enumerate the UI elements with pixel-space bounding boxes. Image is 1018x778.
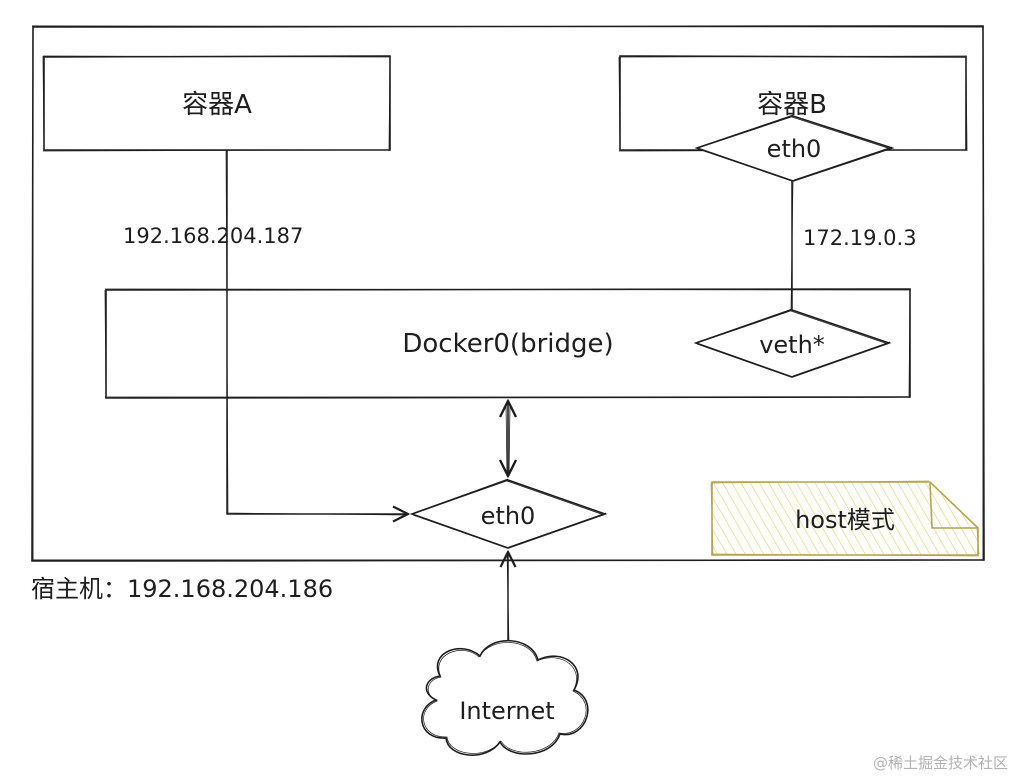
connector-bridge-to-eth0 [506,401,510,476]
host-ip-label: 宿主机：192.168.204.186 [31,575,333,603]
container-a-ip-label: 192.168.204.187 [123,224,303,248]
container-a-label: 容器A [182,90,252,120]
eth0-b-diamond: eth0 [694,114,895,182]
docker0-bridge-label: Docker0(bridge) [402,329,613,359]
internet-label: Internet [459,697,554,725]
connector-internet-to-eth0 [507,552,509,645]
connector-b-to-veth [790,181,794,310]
container-a-box: 容器A [42,55,392,152]
host-box [31,25,985,562]
container-b-ip-label: 172.19.0.3 [803,226,917,250]
veth-label: veth* [759,331,825,359]
eth0-host-diamond: eth0 [409,478,608,549]
eth0-host-label: eth0 [481,502,536,530]
connector-a-to-eth0 [225,150,408,515]
internet-cloud: Internet [421,639,589,756]
host-mode-label: host模式 [795,506,895,534]
veth-diamond: veth* [693,308,892,378]
docker0-bridge-box: Docker0(bridge) [104,288,912,399]
watermark: @稀土掘金技术社区 [873,754,1008,772]
host-mode-note: host模式 [710,480,980,557]
eth0-b-label: eth0 [767,135,822,163]
